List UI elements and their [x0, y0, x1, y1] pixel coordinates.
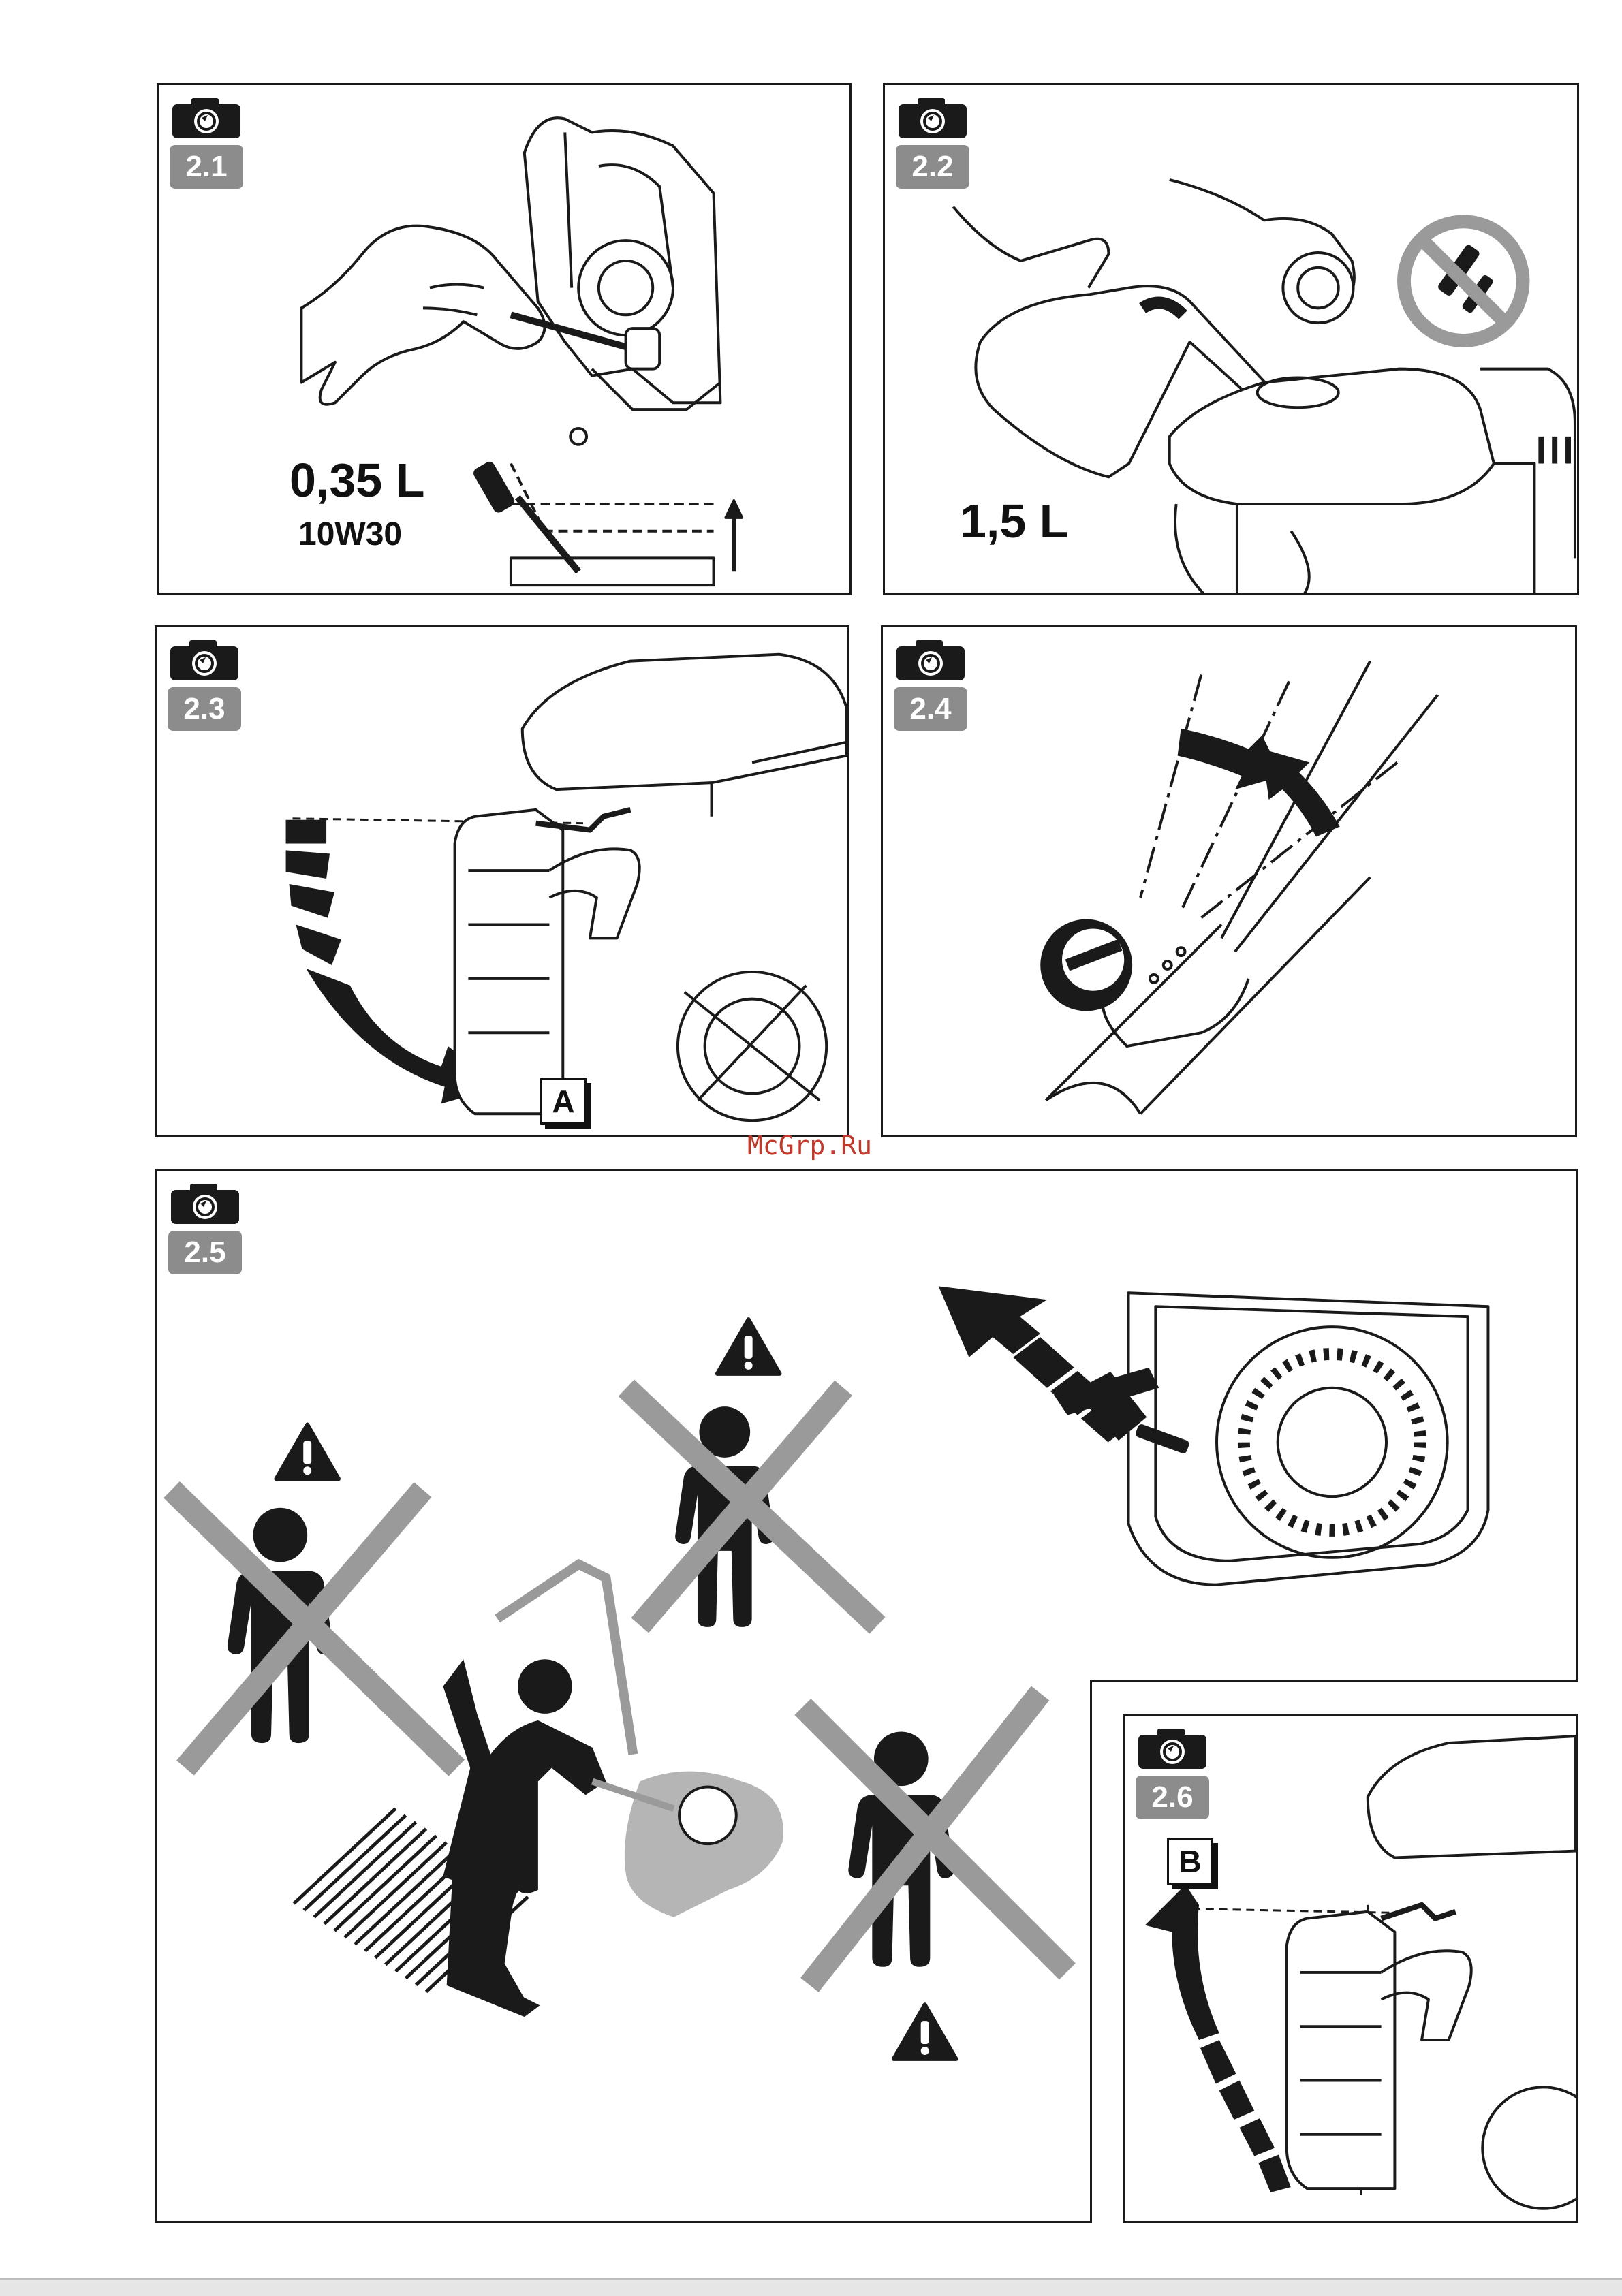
- warning-triangle-icon: [894, 2004, 956, 2059]
- watermark: McGrp.Ru: [747, 1131, 872, 1161]
- oil-grade-label: 10W30: [298, 516, 402, 553]
- panel-2-6: 2.6 B: [1090, 1680, 1578, 2223]
- oil-volume-label: 0,35 L: [290, 453, 424, 507]
- panel-2-2: 2.2 1,5 L: [883, 83, 1579, 595]
- crossed-person-icon: [172, 1490, 456, 1767]
- fuel-volume-label: 1,5 L: [960, 494, 1069, 548]
- panel-2-4: 2.4: [881, 625, 1577, 1137]
- panel-2-6-frame: 2.6 B: [1123, 1714, 1578, 2223]
- fuel-valve-illustration: [157, 627, 847, 1135]
- warning-triangle-icon: [276, 1425, 339, 1479]
- recoil-starter: [1129, 1293, 1488, 1584]
- operator-with-tiller: [294, 1564, 783, 2019]
- panel-2-1: 2.1 0,35 L 10W30: [157, 83, 852, 595]
- warning-triangle-icon: [717, 1319, 780, 1374]
- no-smoking-icon: [1404, 221, 1523, 341]
- crossed-person-icon: [802, 1693, 1067, 1985]
- oil-filler-illustration: [159, 85, 849, 593]
- choke-knob: [1040, 919, 1132, 1011]
- fuel-valve-closed-illustration: [1125, 1716, 1576, 2221]
- choke-lever-illustration: [883, 627, 1575, 1135]
- marker-b-label: B: [1167, 1838, 1213, 1885]
- crossed-person-icon: [626, 1388, 877, 1627]
- panel-2-3: 2.3 A: [155, 625, 849, 1137]
- marker-a-label: A: [540, 1078, 587, 1125]
- footer-rule: [0, 2278, 1622, 2296]
